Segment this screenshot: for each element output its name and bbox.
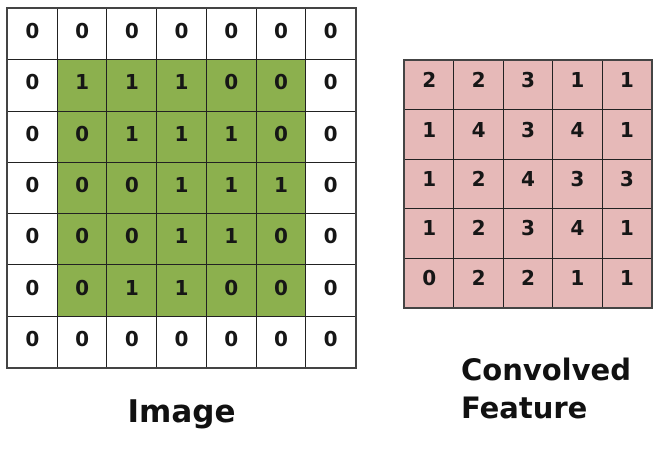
image-grid-cell: 0	[206, 9, 256, 60]
image-grid-cell: 0	[306, 60, 355, 111]
image-grid-cell: 0	[107, 214, 157, 265]
convolved-feature-cell: 1	[405, 159, 454, 209]
convolved-feature-cell: 3	[503, 110, 553, 159]
image-grid-cell: 1	[157, 265, 206, 316]
image-grid-cell: 0	[306, 162, 355, 214]
convolved-feature-label-line1: Convolved	[461, 353, 631, 387]
image-grid-cell: 0	[57, 111, 107, 162]
convolved-feature-cell: 1	[602, 110, 651, 159]
convolved-feature-cell: 2	[454, 209, 503, 258]
image-grid-cell: 1	[57, 60, 107, 111]
convolved-feature-cell: 2	[405, 61, 454, 110]
convolved-feature-cell: 4	[503, 159, 553, 209]
image-grid-cell: 0	[8, 214, 57, 265]
convolved-feature-cell: 2	[503, 258, 553, 307]
image-grid-cell: 1	[107, 111, 157, 162]
image-grid-cell: 0	[107, 162, 157, 214]
image-grid-cell: 0	[306, 111, 355, 162]
image-grid-cell: 0	[57, 316, 107, 367]
convolved-feature-cell: 1	[405, 209, 454, 258]
image-grid-cell: 1	[206, 162, 256, 214]
convolved-feature-cell: 3	[553, 159, 602, 209]
image-grid-cell: 0	[256, 265, 306, 316]
image-grid-cell: 1	[157, 162, 206, 214]
image-grid-cell: 0	[57, 9, 107, 60]
image-grid-cell: 0	[206, 316, 256, 367]
image-grid-cell: 0	[256, 111, 306, 162]
convolved-feature-cell: 3	[503, 61, 553, 110]
image-grid-cell: 0	[8, 9, 57, 60]
image-grid-cell: 0	[107, 316, 157, 367]
convolved-feature-cell: 2	[454, 61, 503, 110]
convolved-feature-cell: 1	[602, 61, 651, 110]
image-grid-cell: 1	[157, 214, 206, 265]
image-grid-cell: 1	[256, 162, 306, 214]
image-grid-cell: 0	[57, 214, 107, 265]
convolved-feature-cell: 0	[405, 258, 454, 307]
convolved-feature-cell: 1	[553, 258, 602, 307]
image-grid-cell: 0	[107, 9, 157, 60]
image-grid-cell: 0	[57, 265, 107, 316]
image-grid-cell: 0	[57, 162, 107, 214]
image-grid-cell: 0	[8, 316, 57, 367]
image-grid-cell: 0	[8, 60, 57, 111]
convolved-feature-cell: 1	[602, 209, 651, 258]
image-grid-cell: 1	[206, 214, 256, 265]
convolved-feature-label: Convolved Feature	[461, 351, 631, 427]
convolved-feature-cell: 1	[553, 61, 602, 110]
image-grid-cell: 0	[8, 265, 57, 316]
convolved-feature-cell: 1	[602, 258, 651, 307]
convolved-feature-cell: 2	[454, 258, 503, 307]
image-grid-cell: 0	[157, 9, 206, 60]
image-grid-cell: 0	[8, 162, 57, 214]
image-grid-cell: 0	[256, 214, 306, 265]
image-grid-label: Image	[127, 394, 236, 430]
image-grid-cell: 0	[206, 265, 256, 316]
convolved-feature-cell: 4	[454, 110, 503, 159]
image-grid-cell: 1	[107, 265, 157, 316]
convolved-feature-cell: 4	[553, 209, 602, 258]
image-grid-cell: 0	[256, 60, 306, 111]
image-grid-cell: 0	[206, 60, 256, 111]
convolved-feature-cell: 3	[503, 209, 553, 258]
image-grid-cell: 1	[157, 60, 206, 111]
convolved-feature-cell: 2	[454, 159, 503, 209]
convolved-feature-label-line2: Feature	[461, 391, 588, 425]
image-grid-cell: 0	[8, 111, 57, 162]
image-grid-cell: 0	[306, 9, 355, 60]
convolved-feature-cell: 3	[602, 159, 651, 209]
image-grid-cell: 0	[256, 9, 306, 60]
image-grid-cell: 0	[256, 316, 306, 367]
image-grid-cell: 1	[107, 60, 157, 111]
image-grid-cell: 0	[306, 214, 355, 265]
image-grid-cell: 1	[157, 111, 206, 162]
image-grid-cell: 1	[206, 111, 256, 162]
convolved-feature-cell: 1	[405, 110, 454, 159]
convolved-feature-cell: 4	[553, 110, 602, 159]
image-grid-cell: 0	[306, 265, 355, 316]
image-grid-cell: 0	[306, 316, 355, 367]
image-grid-cell: 0	[157, 316, 206, 367]
